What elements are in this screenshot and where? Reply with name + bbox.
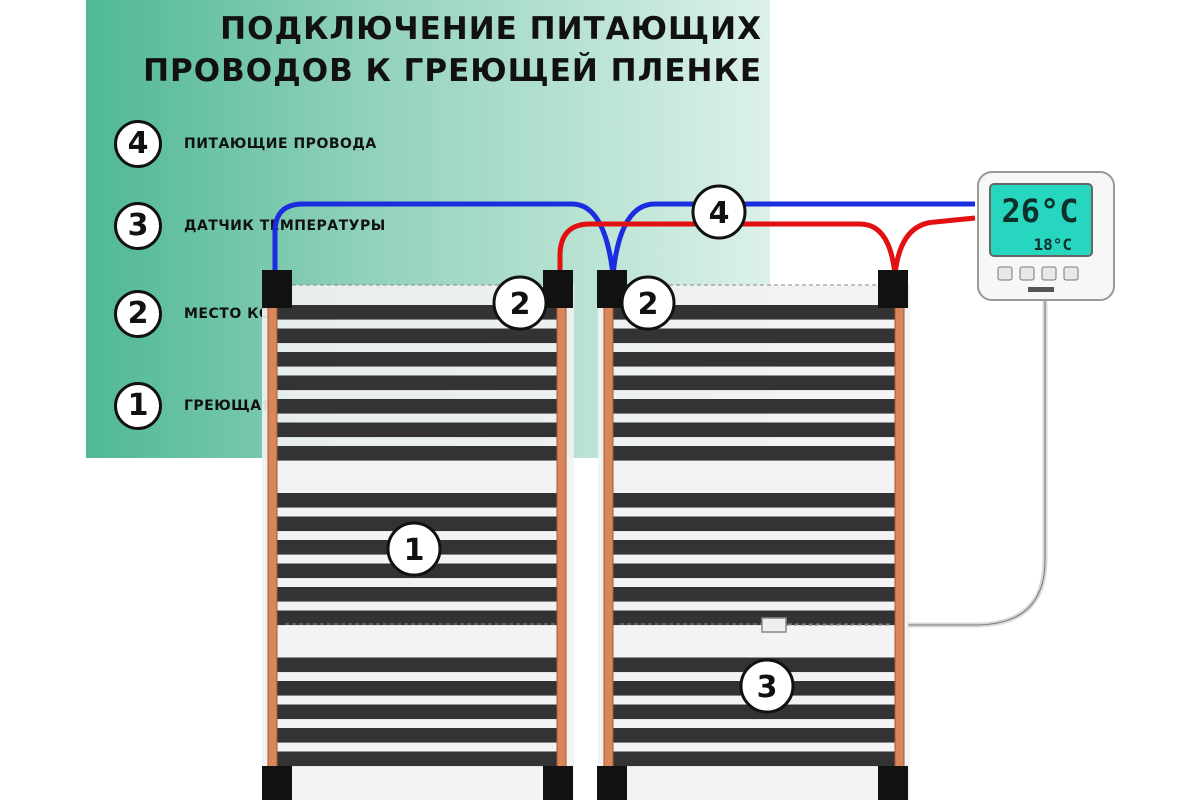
heating-strip	[613, 610, 895, 626]
heating-strip	[613, 375, 895, 391]
blue-wire-left	[272, 201, 616, 276]
legend-label-3: ДАТЧИК ТЕМПЕРАТУРЫ	[184, 218, 386, 234]
clamp-top	[543, 270, 573, 308]
page-title: Подключение питающих проводов к греющей …	[110, 8, 762, 92]
legend-number-4: 4	[114, 120, 162, 168]
heating-strip	[613, 328, 895, 344]
thermostat-display	[989, 183, 1093, 257]
clamp-top-left	[262, 270, 292, 308]
title-line-2: проводов к греющей пленке	[143, 53, 762, 89]
heating-strip	[613, 446, 895, 461]
temperature-sensor	[761, 617, 787, 633]
thermostat-button[interactable]	[997, 266, 1013, 281]
legend-label-4: ПИТАЮЩИЕ ПРОВОДА	[184, 136, 377, 152]
callout-wires: 4	[691, 184, 747, 240]
legend-number-2: 2	[114, 290, 162, 338]
callout-number: 3	[757, 670, 778, 705]
thermostat-led-bar	[1028, 287, 1054, 292]
thermostat-floor-temp: 18°C	[1033, 235, 1072, 254]
heating-strip	[613, 751, 895, 767]
clamp-top-right	[878, 270, 908, 308]
heating-strip	[613, 728, 895, 743]
callout-number: 1	[404, 533, 425, 568]
clamp-bottom	[262, 766, 292, 800]
heating-strip	[613, 516, 895, 532]
heating-strip	[613, 493, 895, 508]
heating-strip	[277, 657, 557, 673]
copper-bus-right-a	[603, 299, 614, 773]
heating-strip	[613, 563, 895, 579]
heating-strip	[613, 422, 895, 438]
contact-clamps	[262, 270, 908, 800]
sensor-cable-outline	[908, 300, 1046, 626]
heating-strip	[277, 587, 557, 602]
callout-film: 1	[386, 521, 442, 577]
blue-wire-right	[610, 201, 975, 276]
heating-strip	[613, 352, 895, 367]
heating-strip	[277, 704, 557, 720]
thermostat-button[interactable]	[1063, 266, 1079, 281]
heating-strip	[613, 305, 895, 320]
heating-strip	[277, 328, 557, 344]
callout-circle	[386, 521, 442, 577]
clamp-bottom	[543, 766, 573, 800]
heating-strip	[613, 704, 895, 720]
callout-circle	[739, 658, 795, 714]
callout-circle	[492, 275, 548, 331]
heating-strip	[277, 375, 557, 391]
heating-strip	[277, 681, 557, 696]
clamp-bottom	[597, 766, 627, 800]
callout-contact-right: 2	[620, 275, 676, 331]
heating-strip	[277, 422, 557, 438]
callout-sensor: 3	[739, 658, 795, 714]
heating-film-right	[598, 284, 910, 800]
heating-strip	[277, 399, 557, 414]
power-wires	[272, 201, 1048, 628]
thermostat-main-temp: 26°C	[1001, 192, 1078, 230]
heating-strip	[277, 610, 557, 626]
heating-strip	[613, 587, 895, 602]
red-wire-to-thermostat	[892, 215, 976, 276]
heating-strip	[277, 305, 557, 320]
callout-number: 4	[709, 196, 730, 231]
thermostat-button[interactable]	[1019, 266, 1035, 281]
clamp-bottom	[878, 766, 908, 800]
callout-number: 2	[638, 287, 659, 322]
callout-circle	[691, 184, 747, 240]
callout-circle	[620, 275, 676, 331]
heating-strip	[613, 540, 895, 555]
legend-number-3: 3	[114, 202, 162, 250]
sensor-cable	[908, 300, 1048, 628]
heating-strip	[613, 399, 895, 414]
heating-strip	[277, 352, 557, 367]
red-wire-left	[557, 221, 688, 275]
heating-strip	[277, 446, 557, 461]
red-wire-to-film	[688, 221, 898, 276]
copper-bus-left-b	[556, 299, 567, 773]
legend-number-1: 1	[114, 382, 162, 430]
heating-strip	[277, 728, 557, 743]
copper-bus-left-a	[267, 299, 278, 773]
title-line-1: Подключение питающих	[220, 11, 762, 47]
heating-strip	[277, 493, 557, 508]
thermostat: 26°C 18°C	[977, 171, 1115, 301]
copper-bus-right-b	[894, 299, 905, 773]
callout-number: 2	[510, 287, 531, 322]
callout-contact-left: 2	[492, 275, 548, 331]
heating-strip	[277, 751, 557, 767]
thermostat-button[interactable]	[1041, 266, 1057, 281]
